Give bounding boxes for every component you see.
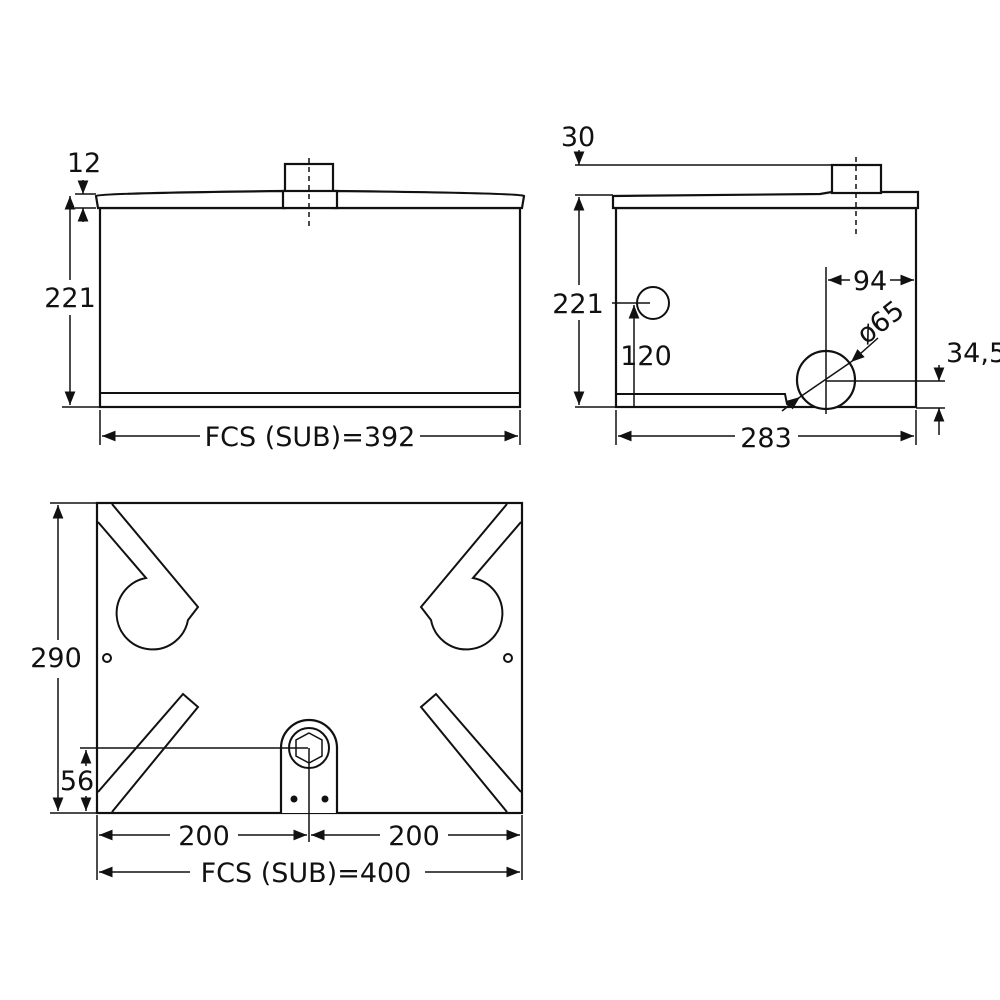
dim-depth: 283: [740, 423, 792, 454]
dim-height: 221: [552, 289, 604, 320]
foot-slot-bottom-right: [419, 692, 522, 813]
front-view: 12 221 FCS (SUB)=392: [44, 148, 526, 453]
dim-half-width-left: 200: [178, 821, 230, 852]
lid-left: [94, 189, 287, 210]
dim-outlet-offset: 94: [853, 266, 887, 297]
foot-slot-bottom-left: [97, 692, 200, 813]
dim-lid-thickness: 12: [67, 148, 101, 179]
dim-outlet-center-height: 34,5: [946, 338, 1000, 369]
foot-slot-top-right: [419, 503, 522, 651]
side-view: 30 221 120 94 ø65 34,5 283: [552, 122, 1000, 454]
dim-width: FCS (SUB)=400: [201, 858, 412, 889]
dim-outlet-offset: 56: [60, 766, 94, 797]
tank-body: [614, 206, 918, 409]
dim-inlet-height: 120: [620, 341, 672, 372]
dim-depth: 290: [30, 643, 82, 674]
dim-width: FCS (SUB)=392: [205, 422, 416, 453]
dim-half-width-right: 200: [388, 821, 440, 852]
lid: [611, 190, 920, 210]
foot-slot-top-left: [97, 503, 200, 651]
mount-hole-right: [503, 653, 513, 663]
tank-body: [98, 206, 522, 409]
bottom-view: 290 56 200 200 FCS (SUB)=400: [30, 501, 524, 889]
mount-hole-left: [102, 653, 112, 663]
dim-neck-height: 30: [561, 122, 595, 153]
dim-height: 221: [44, 283, 96, 314]
lid-right: [331, 189, 526, 210]
neck-collar: [281, 189, 339, 210]
